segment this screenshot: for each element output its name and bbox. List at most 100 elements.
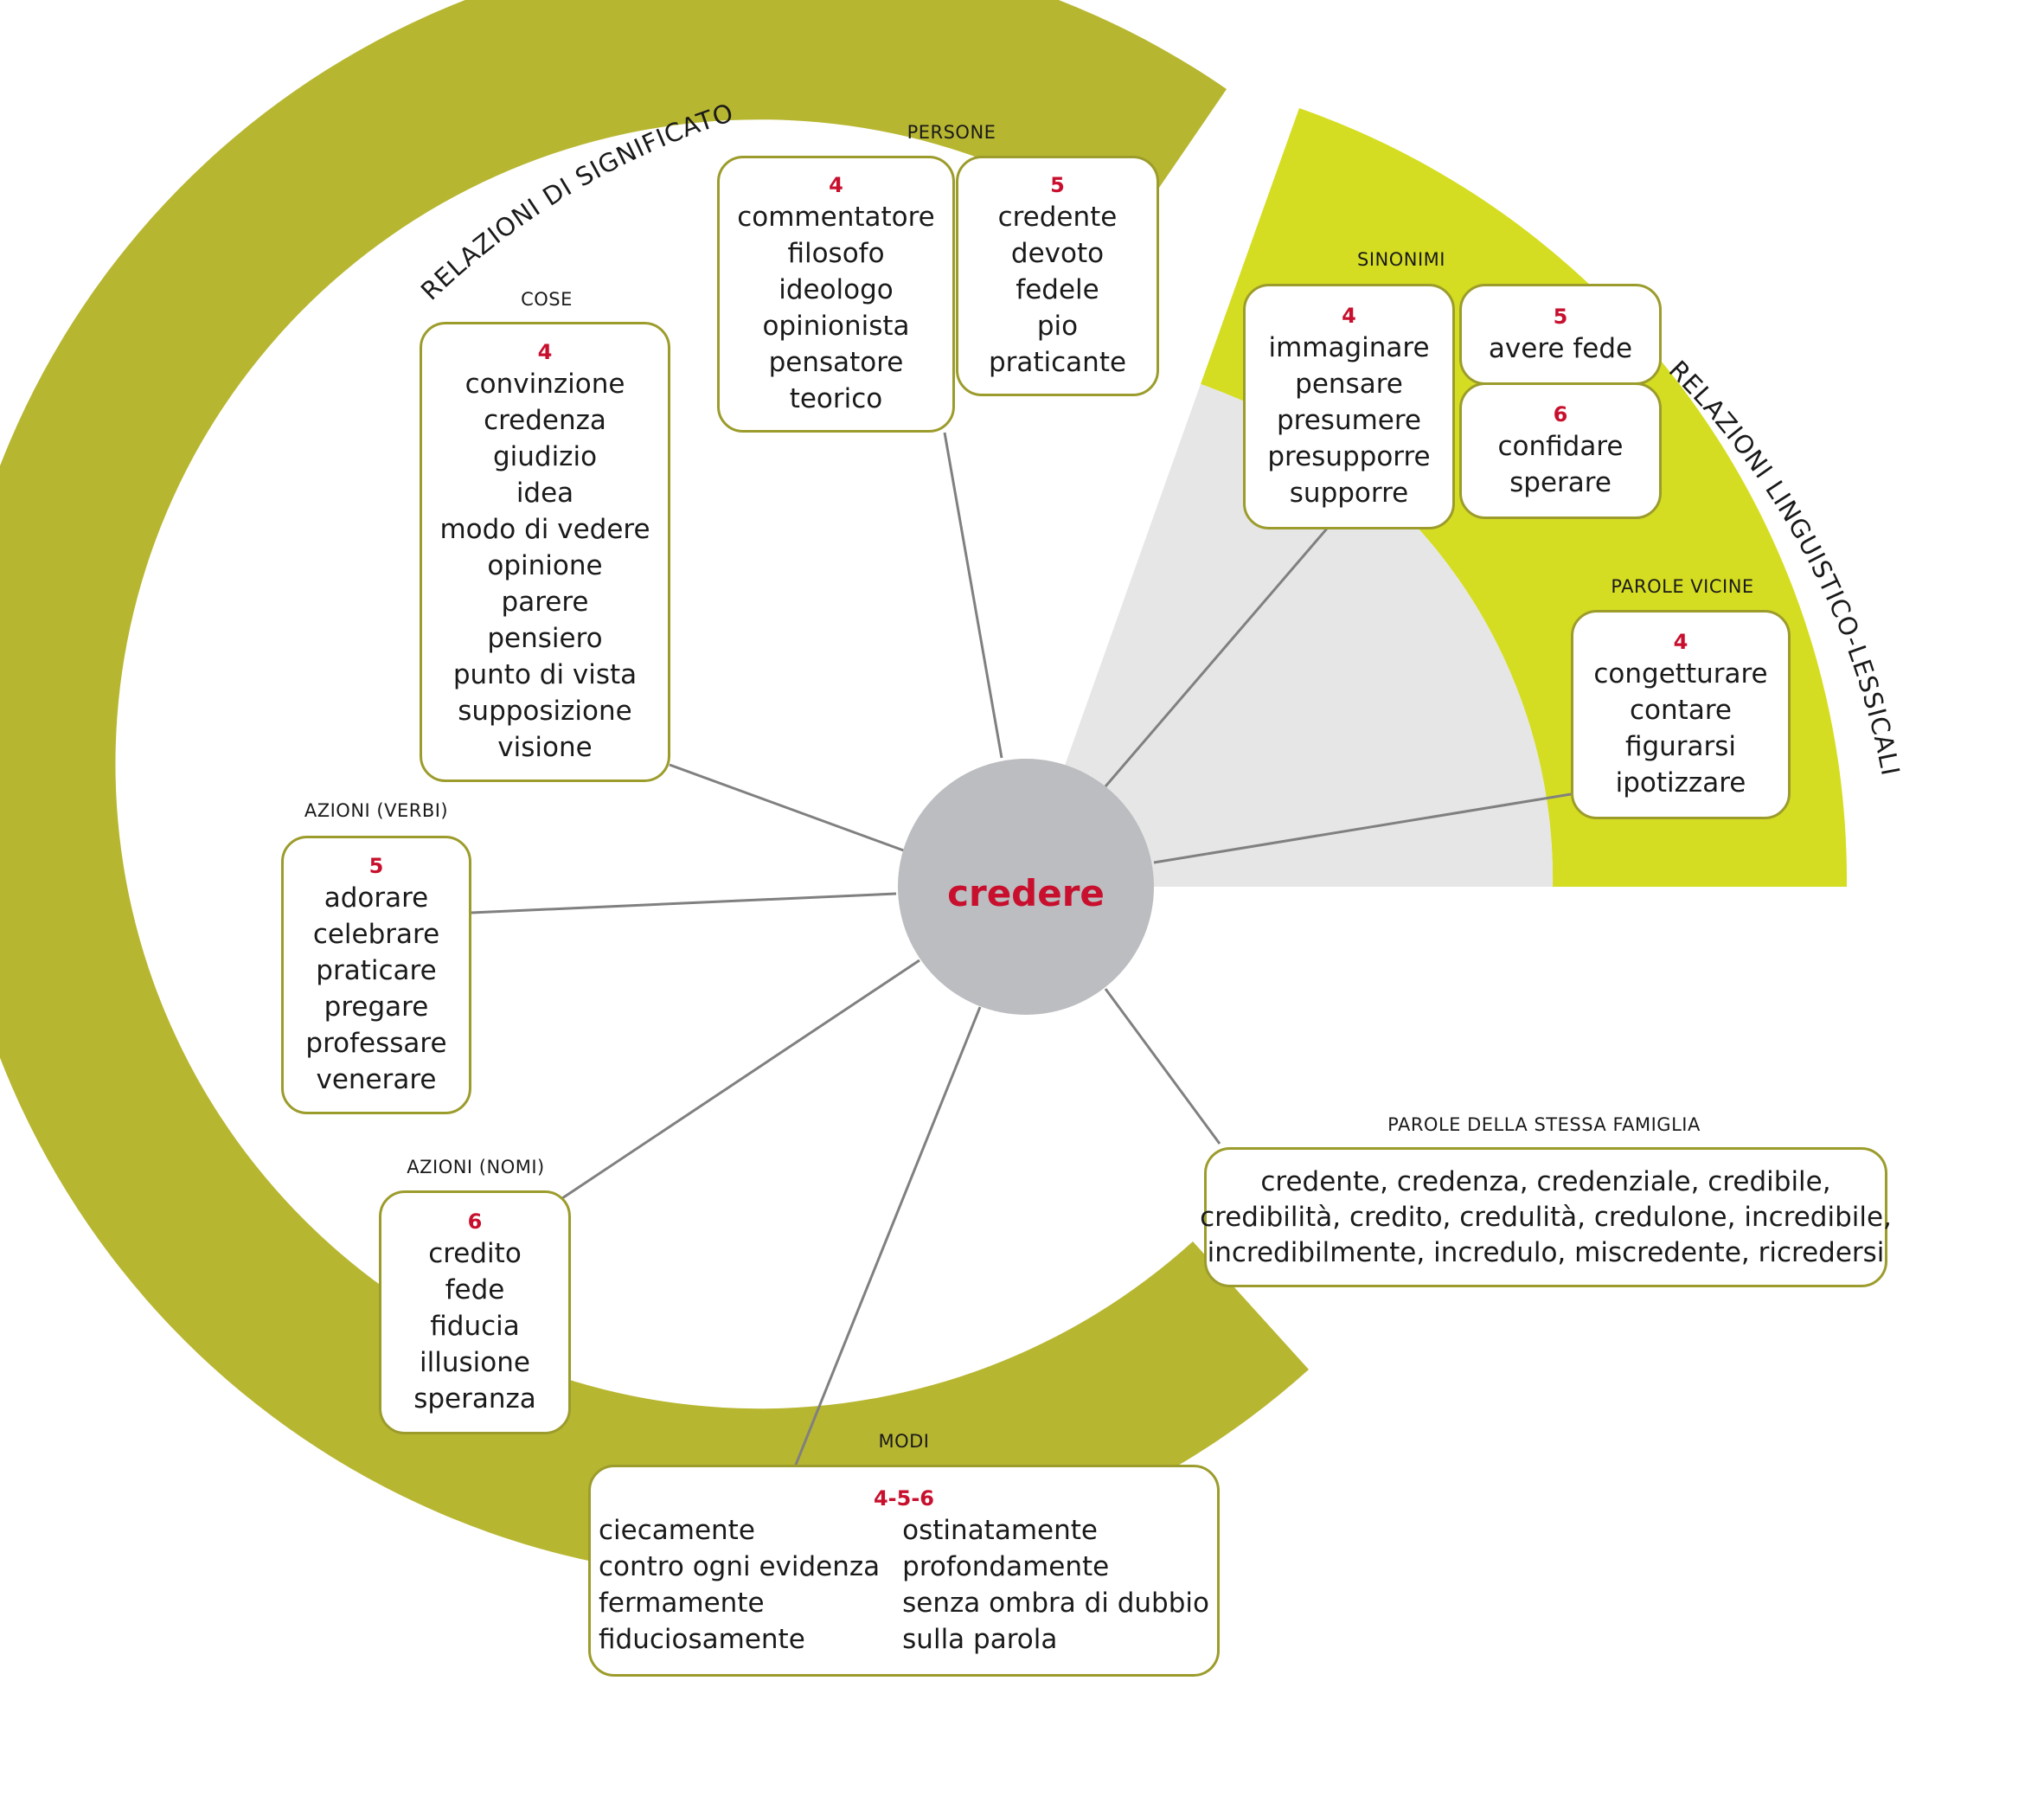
word-list: commentatore filosofo ideologo opinionista p…: [737, 199, 935, 417]
sinonimi-box-6: 6 confidare sperare: [1459, 382, 1662, 519]
category-label-persone: PERSONE: [907, 122, 996, 143]
level-badge: 4: [537, 340, 553, 364]
word-item: pregare: [324, 991, 429, 1023]
word-item: sperare: [1509, 467, 1611, 498]
level-badge: 6: [1553, 402, 1568, 427]
connector-cose: [669, 763, 909, 854]
word-item: visione: [497, 732, 593, 763]
meaning-band: [0, 0, 1309, 1580]
word-item: incredibilmente, incredulo, miscredente,…: [1207, 1236, 1885, 1268]
word-item: sulla parola: [902, 1623, 1058, 1655]
word-list: congetturare contare figurarsi ipotizzare: [1593, 656, 1767, 801]
word-item: ideologo: [779, 274, 894, 305]
word-item: congetturare: [1593, 658, 1768, 690]
word-list: confidare sperare: [1498, 428, 1624, 501]
famiglia-box: credente, credenza, credenziale, credibi…: [1200, 1147, 1892, 1287]
center-circle: [898, 759, 1154, 1015]
word-item: fermamente: [599, 1587, 765, 1619]
category-label-parole-vicine: PAROLE VICINE: [1611, 576, 1754, 597]
word-item: praticante: [988, 347, 1127, 378]
category-label-cose: COSE: [521, 289, 573, 310]
word-item: contare: [1630, 695, 1732, 726]
word-item: confidare: [1497, 431, 1624, 462]
word-item: venerare: [316, 1064, 437, 1095]
category-label-azioni-nomi: AZIONI (NOMI): [407, 1157, 545, 1177]
word-item: celebrare: [312, 919, 440, 950]
word-item: ostinatamente: [902, 1514, 1098, 1546]
word-item: praticare: [316, 955, 437, 986]
level-badge: 5: [368, 854, 384, 878]
word-item: giudizio: [492, 441, 598, 472]
sinonimi-box-5: 5 avere fede: [1459, 284, 1662, 385]
connector-azioni-nomi: [561, 959, 920, 1200]
word-item: adorare: [324, 882, 429, 914]
word-item: illusione: [420, 1347, 530, 1378]
level-badge: 5: [1553, 304, 1568, 329]
word-item: credente, credenza, credenziale, credibi…: [1260, 1165, 1831, 1197]
connector-sinonimi: [1104, 522, 1334, 787]
word-item: pensare: [1295, 369, 1403, 400]
word-item: devoto: [1010, 238, 1105, 269]
connector-famiglia: [1104, 988, 1221, 1145]
center-word: credere: [947, 871, 1105, 914]
modi-columns: ciecamente contro ogni evidenza fermamente…: [599, 1512, 1209, 1658]
word-item: profondamente: [902, 1550, 1110, 1582]
persone-box-5: 5 credente devoto fedele pio praticante: [956, 156, 1159, 396]
category-label-famiglia: PAROLE DELLA STESSA FAMIGLIA: [1387, 1114, 1701, 1135]
word-item: commentatore: [737, 202, 935, 233]
word-item: supporre: [1289, 478, 1409, 509]
word-item: pio: [1036, 311, 1079, 342]
modi-column-1: ciecamente contro ogni evidenza fermamente…: [599, 1512, 880, 1658]
word-item: professare: [305, 1028, 447, 1059]
word-item: immaginare: [1268, 332, 1430, 363]
word-item: credibilità, credito, credulità, credulo…: [1200, 1201, 1892, 1233]
word-item: ciecamente: [599, 1514, 755, 1546]
modi-box: 4-5-6 ciecamente contro ogni evidenza ferm…: [588, 1465, 1220, 1677]
connector-persone: [943, 432, 1003, 759]
word-list: avere fede: [1489, 330, 1632, 367]
azioni-verbi-box-5: 5 adorare celebrare praticare pregare profes…: [281, 836, 471, 1114]
word-item: opinione: [487, 550, 603, 581]
word-list: credente devoto fedele pio praticante: [989, 199, 1126, 381]
word-item: supposizione: [458, 696, 632, 727]
word-item: opinionista: [762, 311, 910, 342]
word-list: immaginare pensare presumere presupporre sup…: [1267, 330, 1430, 511]
level-badge: 5: [1050, 173, 1065, 197]
connector-azioni-verbi: [471, 892, 897, 914]
word-item: presumere: [1276, 405, 1422, 436]
word-item: pensiero: [487, 623, 603, 654]
persone-box-4: 4 commentatore filosofo ideologo opinionist…: [717, 156, 955, 433]
word-item: credenza: [484, 405, 606, 436]
category-label-azioni-verbi: AZIONI (VERBI): [304, 800, 449, 821]
word-item: modo di vedere: [439, 514, 650, 545]
word-item: pensatore: [768, 347, 904, 378]
level-badge: 4-5-6: [873, 1485, 935, 1511]
word-item: filosofo: [787, 238, 885, 269]
family-word-lines: credente, credenza, credenziale, credibi…: [1200, 1164, 1892, 1271]
word-item: fede: [445, 1274, 505, 1305]
word-item: fiduciosamente: [599, 1623, 805, 1655]
parole-vicine-box-4: 4 congetturare contare figurarsi ipotizzare: [1571, 610, 1791, 819]
word-item: credente: [997, 202, 1118, 233]
level-badge: 4: [829, 173, 843, 197]
word-item: ipotizzare: [1615, 767, 1746, 799]
category-label-sinonimi: SINONIMI: [1357, 249, 1445, 270]
category-label-modi: MODI: [878, 1431, 930, 1452]
connector-parole-vicine: [1153, 792, 1572, 864]
level-badge: 4: [1673, 630, 1688, 654]
word-item: contro ogni evidenza: [599, 1550, 881, 1582]
word-item: credito: [428, 1238, 522, 1269]
connector-modi: [794, 1006, 982, 1466]
word-item: figurarsi: [1624, 731, 1737, 762]
word-item: speranza: [413, 1383, 536, 1414]
word-item: fiducia: [430, 1311, 520, 1342]
word-item: fedele: [1016, 274, 1099, 305]
word-item: parere: [501, 587, 589, 618]
word-item: presupporre: [1267, 441, 1431, 472]
